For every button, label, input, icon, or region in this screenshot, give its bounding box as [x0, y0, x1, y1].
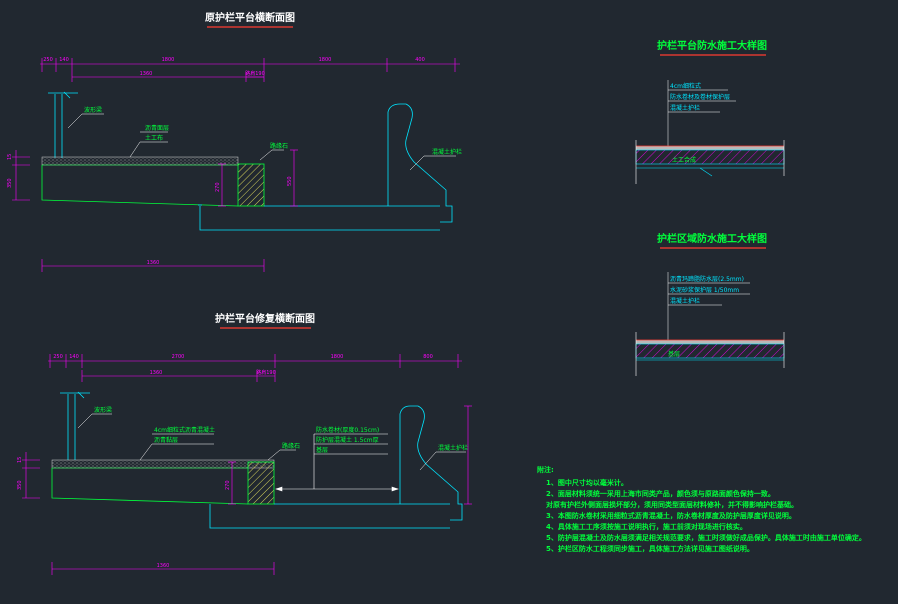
- original-label-barrier: 混凝土护栏: [432, 148, 462, 156]
- detail-a-title: 护栏平台防水施工大样图: [657, 39, 767, 52]
- original-vertical-dims: [12, 149, 298, 207]
- original-label-base: 土工布: [145, 134, 163, 142]
- repair-label-layer2: 防护层混凝土 1.5cm厚: [316, 436, 379, 444]
- original-label-curb: 路缘石: [270, 142, 288, 150]
- detail-b-label-2: 混凝土护栏: [670, 297, 700, 305]
- detail-a-label-2: 混凝土护栏: [670, 104, 700, 112]
- dim-140: 140: [59, 57, 69, 63]
- repair-concrete-barrier: [399, 405, 463, 521]
- section-repair: 护栏平台修复横断面图 250 140 2700 1800 800 1360 路肩…: [17, 312, 472, 575]
- detail-b-base: [635, 343, 785, 359]
- dim-left-a: 15: [7, 154, 13, 160]
- dim-400: 400: [415, 57, 425, 63]
- notes-item-6: 5、护栏区防水工程须同步施工，具体施工方法详见施工图纸说明。: [546, 544, 754, 553]
- dim-1800-a: 1800: [162, 57, 175, 63]
- dim-1800: 1800: [331, 354, 344, 360]
- repair-label-membrane: 4cm细粒式沥青混凝土: [154, 426, 215, 434]
- repair-width-arrow: [275, 433, 399, 492]
- section-repair-title: 护栏平台修复横断面图: [215, 312, 315, 325]
- repair-base-layer: [51, 468, 249, 505]
- dim-800: 800: [423, 354, 433, 360]
- detail-a: 护栏平台防水施工大样图 4cm细粒式 防水卷材及卷材保护层 混凝土护栏 土工合成: [635, 39, 785, 184]
- original-top-dims: [40, 58, 460, 82]
- section-original: 原护栏平台横断面图 250 140 1800 1800 400 1360 路肩1…: [7, 11, 462, 272]
- repair-curb: [247, 461, 275, 505]
- repair-label-adhesive: 沥青黏层: [154, 436, 178, 444]
- notes-item-0: 1、图中尺寸均以毫米计。: [546, 478, 628, 487]
- detail-b-base-label: 基层: [668, 350, 680, 358]
- original-label-asphalt: 沥青面层: [145, 124, 169, 132]
- repair-guardrail-post: [60, 391, 112, 460]
- detail-b-label-1: 水泥砂浆保护层 1/50mm: [670, 286, 739, 294]
- notes-block: 附注: 1、图中尺寸均以毫米计。 2、面层材料须统一采用上海市同类产品，颜色须与…: [537, 465, 866, 553]
- dim-barrier-h: 550: [287, 176, 293, 186]
- dim-shoulder: 路肩190: [245, 70, 265, 77]
- detail-b-surface: [636, 340, 784, 344]
- original-label-guardrail: 波形梁: [84, 106, 102, 114]
- dim-bottom: 1360: [147, 260, 160, 266]
- dim-left-a: 15: [17, 457, 23, 463]
- notes-item-4: 4、具体施工工序须按施工说明执行，施工前须对现场进行核实。: [546, 522, 747, 531]
- repair-ground: [209, 503, 450, 529]
- repair-label-layer1: 防水卷材(厚度0.15cm): [316, 426, 379, 434]
- original-bottom-dim: [41, 259, 265, 272]
- detail-b: 护栏区域防水施工大样图 沥青玛蹄脂防水层(2.5mm) 水泥砂浆保护层 1/50…: [635, 232, 785, 376]
- original-curb: [237, 163, 265, 207]
- repair-vertical-dims: [22, 405, 472, 505]
- original-guardrail-post: [48, 91, 104, 158]
- original-ground: [198, 204, 440, 231]
- dim-250: 250: [53, 354, 63, 360]
- detail-a-base-label: 土工合成: [672, 156, 696, 164]
- dim-1360: 1360: [140, 71, 153, 77]
- dim-left-b: 350: [7, 178, 13, 188]
- dim-curb-h: 270: [215, 182, 221, 192]
- detail-b-label-0: 沥青玛蹄脂防水层(2.5mm): [670, 275, 744, 283]
- repair-bottom-dim: [51, 562, 275, 575]
- dim-250: 250: [43, 57, 53, 63]
- dim-1800-b: 1800: [319, 57, 332, 63]
- dim-bottom: 1360: [157, 563, 170, 569]
- repair-top-dim-labels: 250 140 2700 1800 800 1360 路肩190: [53, 354, 433, 376]
- dim-shoulder: 路肩190: [256, 369, 276, 376]
- notes-heading: 附注:: [537, 465, 554, 474]
- dim-left-b: 350: [17, 480, 23, 490]
- detail-a-label-0: 4cm细粒式: [670, 82, 701, 90]
- section-original-title: 原护栏平台横断面图: [205, 11, 295, 24]
- dim-140: 140: [69, 354, 79, 360]
- notes-item-1: 2、面层材料须统一采用上海市同类产品，颜色须与原路面颜色保持一致。: [546, 489, 775, 498]
- original-asphalt-layer: [41, 156, 239, 166]
- notes-item-5: 5、防护层混凝土及防水层须满足相关规范要求，施工时须做好成品保护。具体施工时由施…: [546, 533, 866, 542]
- original-concrete-barrier: [387, 103, 453, 223]
- notes-item-3: 3、本图防水卷材采用细粒式沥青混凝土，防水卷材厚度及防护层厚度详见说明。: [546, 511, 796, 520]
- repair-label-layer3: 基层: [316, 446, 328, 454]
- repair-asphalt-layer: [51, 459, 275, 469]
- detail-a-label-1: 防水卷材及卷材保护层: [670, 93, 730, 101]
- repair-label-curb: 路缘石: [282, 442, 300, 450]
- repair-label-barrier: 混凝土护栏: [438, 444, 468, 452]
- dim-curb-h: 270: [225, 480, 231, 490]
- original-base-layer: [41, 165, 239, 207]
- dim-2700: 2700: [172, 354, 185, 360]
- detail-a-base: [635, 149, 785, 165]
- dim-1360: 1360: [150, 370, 163, 376]
- repair-label-guardrail: 波形梁: [94, 406, 112, 414]
- original-top-dim-labels: 250 140 1800 1800 400 1360 路肩190: [43, 57, 425, 77]
- detail-a-surface: [636, 146, 784, 150]
- notes-item-2: 对原有护栏外侧面层损坏部分，须用同类型面层材料修补，并不得影响护栏基础。: [546, 500, 798, 509]
- detail-b-title: 护栏区域防水施工大样图: [657, 232, 767, 245]
- repair-top-dims: [48, 354, 462, 382]
